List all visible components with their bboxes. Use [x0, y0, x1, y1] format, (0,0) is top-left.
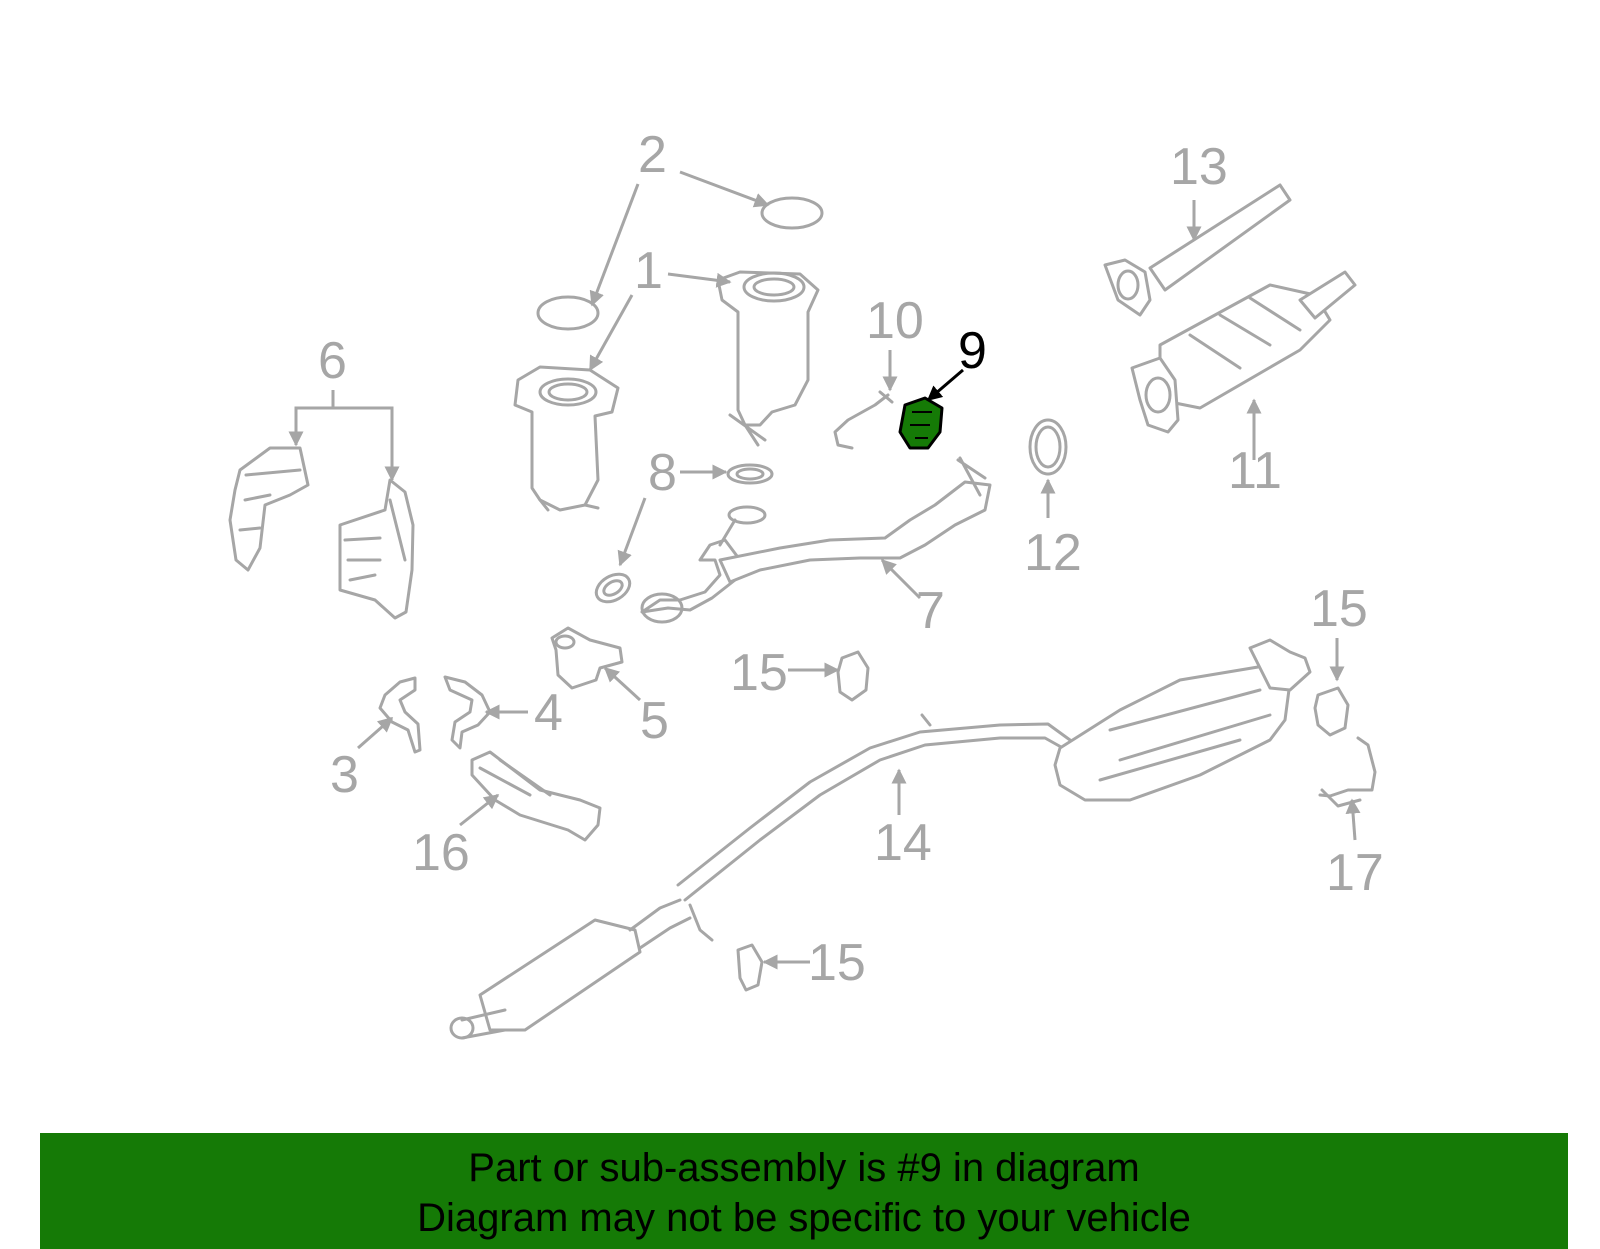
banner-line-part-number: Part or sub-assembly is #9 in diagram — [468, 1146, 1140, 1190]
callout-4[interactable]: 4 — [534, 684, 563, 742]
exhaust-parts-diagram: 2 1 6 10 9 13 11 12 8 7 15 5 4 3 16 15 1… — [228, 126, 1384, 1040]
part-12-gasket[interactable] — [1028, 418, 1068, 476]
callout-9[interactable]: 9 — [958, 322, 987, 380]
callout-13[interactable]: 13 — [1170, 138, 1228, 196]
part-10-hanger-bracket[interactable] — [833, 390, 894, 450]
part-4-clamp[interactable] — [443, 675, 492, 750]
part-6-heat-shield-left[interactable] — [228, 446, 310, 572]
callout-5[interactable]: 5 — [640, 692, 669, 750]
part-15-insulator-right[interactable] — [1313, 686, 1350, 737]
callout-1[interactable]: 1 — [634, 242, 663, 300]
part-1-converter-left[interactable] — [513, 365, 620, 512]
callout-10[interactable]: 10 — [866, 292, 924, 350]
callout-14[interactable]: 14 — [874, 814, 932, 872]
part-3-clamp[interactable] — [378, 676, 422, 754]
part-2-snap-ring-upper[interactable] — [760, 196, 824, 230]
callout-17[interactable]: 17 — [1326, 844, 1384, 902]
part-17-hanger[interactable] — [1318, 736, 1377, 808]
banner-line-disclaimer: Diagram may not be specific to your vehi… — [417, 1196, 1191, 1240]
part-5-bracket[interactable] — [550, 626, 624, 690]
part-16-bracket[interactable] — [470, 750, 602, 842]
leader-lines — [288, 170, 1361, 970]
part-8-gasket-lower[interactable] — [591, 569, 634, 608]
part-15-insulator-bottom[interactable] — [736, 943, 764, 992]
callout-15-right[interactable]: 15 — [1310, 580, 1368, 638]
callout-16[interactable]: 16 — [412, 824, 470, 882]
callout-2[interactable]: 2 — [638, 126, 667, 184]
part-info-banner: Part or sub-assembly is #9 in diagram Di… — [40, 1133, 1568, 1249]
callout-11[interactable]: 11 — [1228, 442, 1282, 500]
part-1-converter-right[interactable] — [716, 270, 820, 447]
part-8-gasket[interactable] — [726, 463, 774, 485]
part-2-snap-ring-lower[interactable] — [536, 295, 600, 331]
callout-8[interactable]: 8 — [648, 444, 677, 502]
callout-6[interactable]: 6 — [318, 332, 347, 390]
part-6-heat-shield-right[interactable] — [338, 478, 415, 620]
callout-12[interactable]: 12 — [1024, 524, 1082, 582]
part-7-front-pipe[interactable] — [640, 456, 992, 624]
callout-labels: 2 1 6 10 9 13 11 12 8 7 15 5 4 3 16 15 1… — [318, 126, 1384, 992]
callout-3[interactable]: 3 — [330, 746, 359, 804]
part-15-insulator-center[interactable] — [836, 650, 870, 702]
callout-15-bottom[interactable]: 15 — [808, 934, 866, 992]
part-9-exhaust-insulator[interactable] — [898, 396, 944, 450]
part-14-exhaust-system[interactable] — [449, 638, 1312, 1040]
part-11-catalytic-converter[interactable] — [1130, 270, 1357, 434]
callout-7[interactable]: 7 — [916, 582, 945, 640]
callout-15-center[interactable]: 15 — [730, 644, 788, 702]
part-13-pipe[interactable] — [1103, 183, 1292, 317]
